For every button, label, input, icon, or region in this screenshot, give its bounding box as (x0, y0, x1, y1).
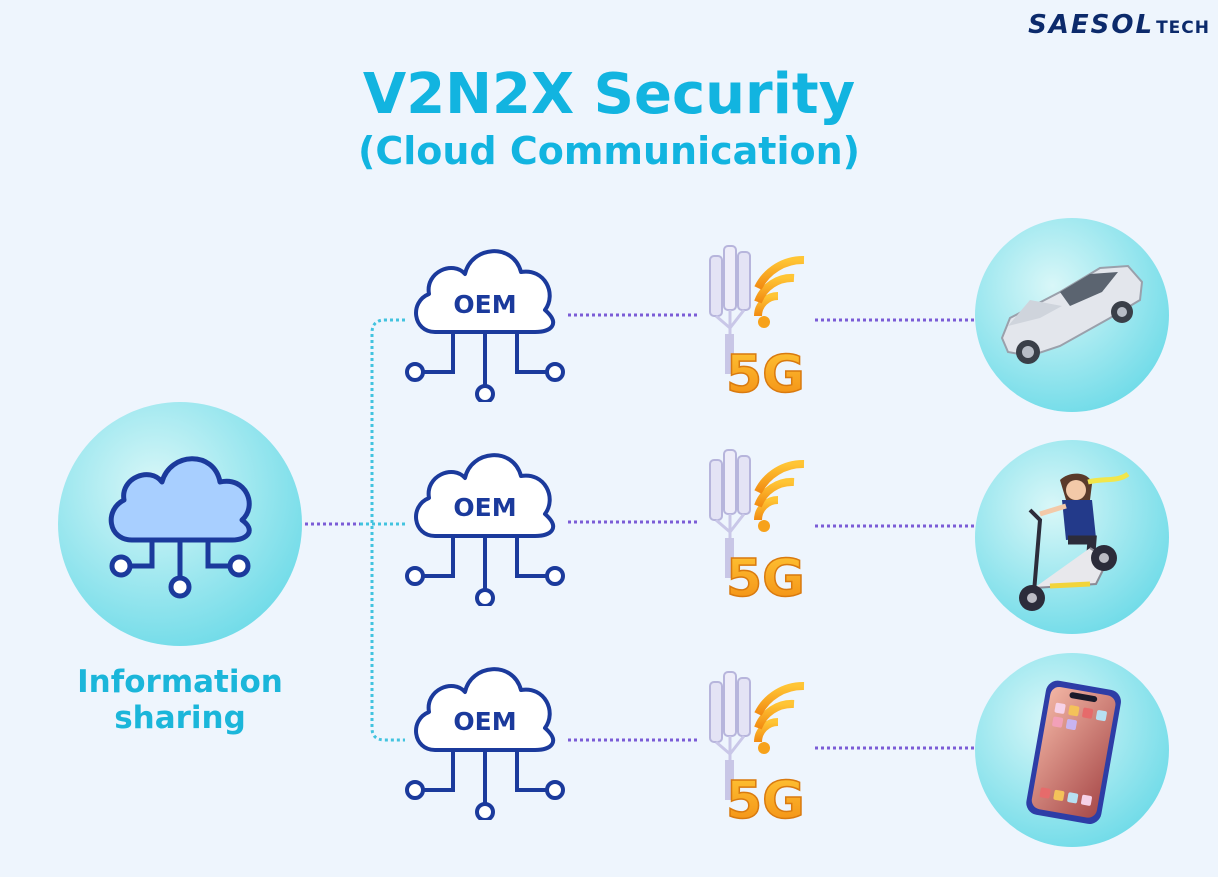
hub-label-line1: Information (77, 664, 283, 700)
page-title: V2N2X Security (362, 62, 856, 127)
oem-cloud-icon-2 (405, 453, 565, 606)
hub-node (58, 402, 302, 646)
cloud-network-icon (108, 456, 252, 599)
page-subtitle: (Cloud Communication) (357, 129, 861, 173)
oem-label-3: OEM (453, 707, 517, 736)
car-icon (1000, 264, 1144, 364)
oem-cloud-icon-3 (405, 667, 565, 820)
logo-sub: TECH (1156, 18, 1210, 38)
hub-label: Information sharing (60, 664, 300, 736)
oem-cloud-icon-1 (405, 249, 565, 402)
hub-label-line2: sharing (114, 700, 246, 736)
tower-5g-icon-2 (710, 450, 805, 609)
tower-5g-icon-3 (710, 672, 805, 831)
scooter-rider-icon (1019, 471, 1130, 611)
title-block: V2N2X Security (Cloud Communication) (0, 62, 1218, 174)
oem-label-1: OEM (453, 290, 517, 319)
row-connectors (568, 313, 975, 750)
hub-connector (305, 318, 405, 742)
logo-main: SAESOL (1028, 10, 1155, 40)
smartphone-icon (1026, 680, 1121, 824)
saesoltech-logo: SAESOL TECH (1028, 10, 1210, 40)
oem-label-2: OEM (453, 493, 517, 522)
tower-5g-icon-1 (710, 246, 805, 405)
